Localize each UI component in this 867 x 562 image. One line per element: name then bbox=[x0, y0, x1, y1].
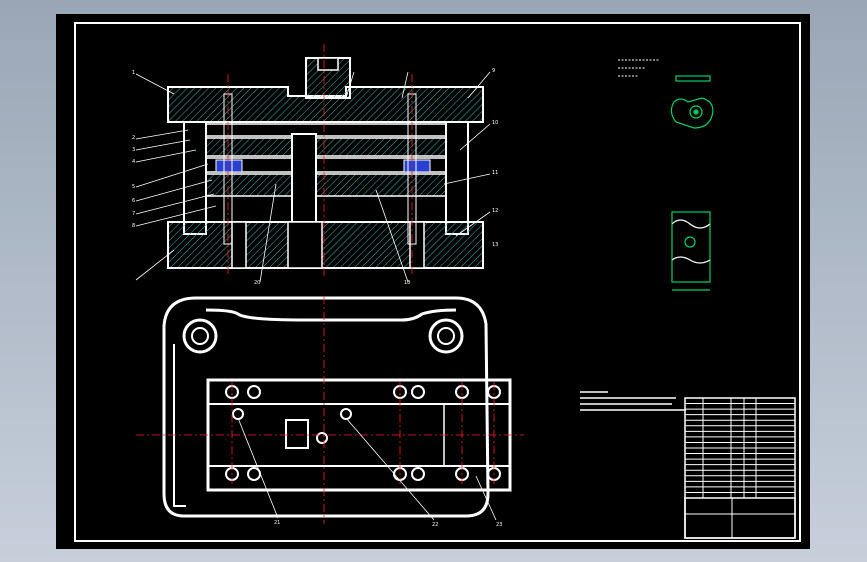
technical-requirements bbox=[580, 391, 686, 411]
lower-plate bbox=[167, 221, 484, 269]
stripper-plate bbox=[205, 137, 447, 157]
part-top-view bbox=[670, 97, 714, 129]
svg-text:23: 23 bbox=[496, 522, 502, 528]
svg-text:1: 1 bbox=[132, 70, 135, 76]
svg-text:9: 9 bbox=[492, 68, 495, 74]
notes-top bbox=[618, 59, 660, 77]
svg-text:8: 8 bbox=[132, 223, 135, 229]
svg-text:4: 4 bbox=[132, 159, 135, 165]
inner-relief bbox=[205, 308, 457, 322]
svg-text:2: 2 bbox=[132, 135, 135, 141]
svg-text:20: 20 bbox=[254, 280, 260, 286]
guide-post-left bbox=[183, 121, 207, 235]
svg-text:3: 3 bbox=[132, 147, 135, 153]
strip-layout bbox=[671, 211, 711, 291]
svg-text:13: 13 bbox=[492, 242, 498, 248]
guide-post-right bbox=[445, 121, 469, 235]
title-block bbox=[684, 397, 796, 539]
section-view bbox=[167, 44, 484, 279]
strip-layout-outline bbox=[671, 211, 711, 283]
guide-hole-left bbox=[182, 318, 218, 354]
plan-leaders bbox=[237, 417, 497, 521]
die-plate bbox=[205, 173, 447, 197]
svg-text:5: 5 bbox=[132, 184, 135, 190]
svg-text:10: 10 bbox=[492, 120, 498, 126]
die-opening bbox=[285, 419, 309, 449]
part-detail bbox=[670, 75, 714, 129]
guide-hole-right bbox=[428, 318, 464, 354]
svg-text:7: 7 bbox=[132, 211, 135, 217]
outer-border bbox=[74, 22, 801, 542]
svg-text:12: 12 bbox=[492, 208, 498, 214]
lower-die-outline bbox=[162, 296, 490, 518]
svg-text:18: 18 bbox=[404, 280, 410, 286]
svg-text:11: 11 bbox=[492, 170, 498, 176]
part-numbers: 1 2 3 4 5 6 7 8 9 10 11 12 13 20 18 bbox=[132, 68, 498, 286]
plan-part-numbers: 21 22 23 bbox=[274, 520, 502, 528]
blue-insert-left bbox=[215, 159, 243, 173]
svg-text:6: 6 bbox=[132, 198, 135, 204]
cad-drawing: 1 2 3 4 5 6 7 8 9 10 11 12 13 20 18 bbox=[74, 22, 801, 542]
svg-text:21: 21 bbox=[274, 520, 280, 526]
punch-plate bbox=[205, 123, 447, 137]
part-leaders-left bbox=[135, 71, 491, 283]
svg-text:22: 22 bbox=[432, 522, 438, 528]
plan-view bbox=[162, 296, 512, 518]
part-side-view bbox=[675, 75, 711, 82]
blue-insert-right bbox=[403, 159, 431, 173]
drawing-sheet: 1 2 3 4 5 6 7 8 9 10 11 12 13 20 18 bbox=[56, 14, 810, 549]
plan-centerlines bbox=[136, 296, 524, 524]
